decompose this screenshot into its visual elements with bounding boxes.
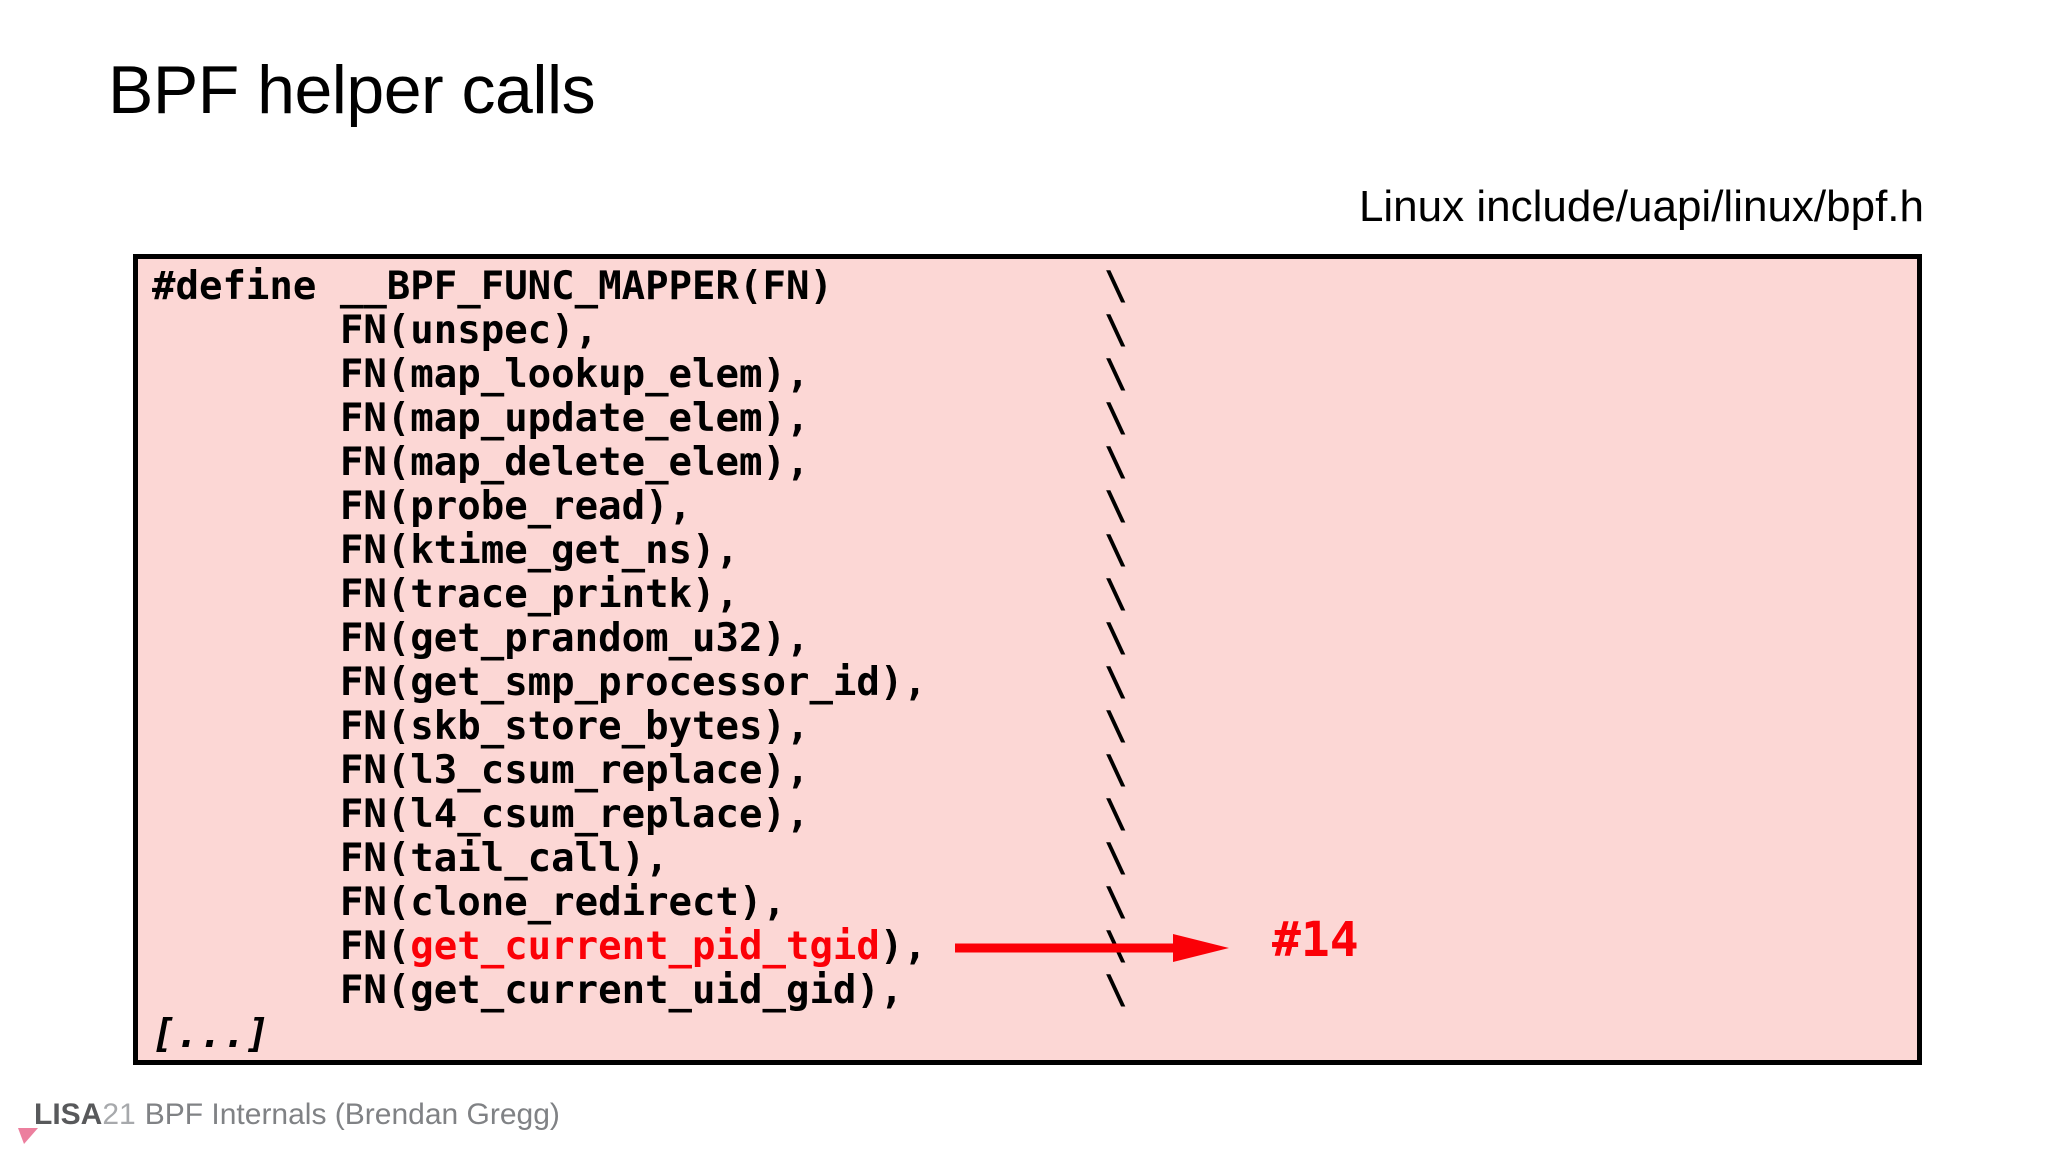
code-line: FN(tail_call), \ [152, 837, 1917, 881]
annotation-label: #14 [1272, 912, 1359, 968]
line-continuation-backslash: \ [1104, 704, 1128, 749]
line-continuation-backslash: \ [1104, 660, 1128, 705]
code-block-lines: #define __BPF_FUNC_MAPPER(FN) \ FN(unspec… [152, 265, 1917, 1060]
code-line: FN(unspec), \ [152, 309, 1917, 353]
line-continuation-backslash: \ [1104, 836, 1128, 881]
code-line: FN(get_smp_processor_id), \ [152, 661, 1917, 705]
code-line-text: FN(get_smp_processor_id), [152, 660, 927, 705]
line-continuation-backslash: \ [1104, 968, 1128, 1013]
slide-footer: LISA 21 BPF Internals (Brendan Gregg) [34, 1100, 560, 1130]
line-continuation-backslash: \ [1104, 440, 1128, 485]
code-line: FN(l3_csum_replace), \ [152, 749, 1917, 793]
code-line: FN(get_current_uid_gid), \ [152, 969, 1917, 1013]
code-line: FN(map_delete_elem), \ [152, 441, 1917, 485]
source-file-caption: Linux include/uapi/linux/bpf.h [1358, 182, 1924, 231]
code-line-text: FN(probe_read), [152, 484, 693, 529]
code-block: #define __BPF_FUNC_MAPPER(FN) \ FN(unspec… [133, 254, 1922, 1065]
code-line-text: FN(l4_csum_replace), [152, 792, 810, 837]
line-continuation-backslash: \ [1104, 528, 1128, 573]
lisa-logo-mark-icon [18, 1128, 38, 1144]
code-line-text: FN(get_current_uid_gid), [152, 968, 904, 1013]
line-continuation-backslash: \ [1104, 924, 1128, 969]
code-line-text: FN(clone_redirect), [152, 880, 786, 925]
code-line-text: FN(map_update_elem), [152, 396, 810, 441]
code-line: FN(map_update_elem), \ [152, 397, 1917, 441]
code-line: [...] [152, 1013, 1917, 1057]
line-continuation-backslash: \ [1104, 396, 1128, 441]
line-continuation-backslash: \ [1104, 748, 1128, 793]
footer-brand: LISA [34, 1098, 103, 1131]
footer-year: 21 [102, 1098, 136, 1131]
code-line: FN(get_current_pid_tgid), \ [152, 925, 1917, 969]
highlighted-helper-name: get_current_pid_tgid [410, 924, 880, 969]
line-continuation-backslash: \ [1104, 616, 1128, 661]
code-line: FN(clone_redirect), \ [152, 881, 1917, 925]
page-title: BPF helper calls [108, 52, 596, 128]
code-line: FN(map_lookup_elem), \ [152, 353, 1917, 397]
code-line-text: FN(ktime_get_ns), [152, 528, 739, 573]
code-fragment: ), [879, 924, 927, 969]
line-continuation-backslash: \ [1104, 352, 1128, 397]
code-line: #define __BPF_FUNC_MAPPER(FN) \ [152, 265, 1917, 309]
line-continuation-backslash: \ [1104, 792, 1128, 837]
code-line-text: FN(tail_call), [152, 836, 669, 881]
code-fragment: FN( [152, 924, 411, 969]
line-continuation-backslash: \ [1104, 572, 1128, 617]
code-line-text: FN(trace_printk), [152, 572, 739, 617]
code-line-text: FN(unspec), [152, 308, 599, 353]
code-line-text: #define __BPF_FUNC_MAPPER(FN) [152, 264, 833, 309]
code-line-text: FN(skb_store_bytes), [152, 704, 810, 749]
footer-subtitle: BPF Internals (Brendan Gregg) [144, 1098, 560, 1131]
line-continuation-backslash: \ [1104, 880, 1128, 925]
code-line-text: FN(get_current_pid_tgid), [152, 925, 927, 969]
code-line: FN(trace_printk), \ [152, 573, 1917, 617]
code-line-text: FN(map_delete_elem), [152, 440, 810, 485]
code-line: FN(l4_csum_replace), \ [152, 793, 1917, 837]
line-continuation-backslash: \ [1104, 264, 1128, 309]
code-line: FN(get_prandom_u32), \ [152, 617, 1917, 661]
code-line: FN(ktime_get_ns), \ [152, 529, 1917, 573]
code-line-text: FN(l3_csum_replace), [152, 748, 810, 793]
line-continuation-backslash: \ [1104, 484, 1128, 529]
code-line: FN(skb_store_bytes), \ [152, 705, 1917, 749]
code-line: FN(probe_read), \ [152, 485, 1917, 529]
line-continuation-backslash: \ [1104, 308, 1128, 353]
code-line-text: [...] [152, 1012, 270, 1057]
code-line-text: FN(map_lookup_elem), [152, 352, 810, 397]
code-line-text: FN(get_prandom_u32), [152, 616, 810, 661]
